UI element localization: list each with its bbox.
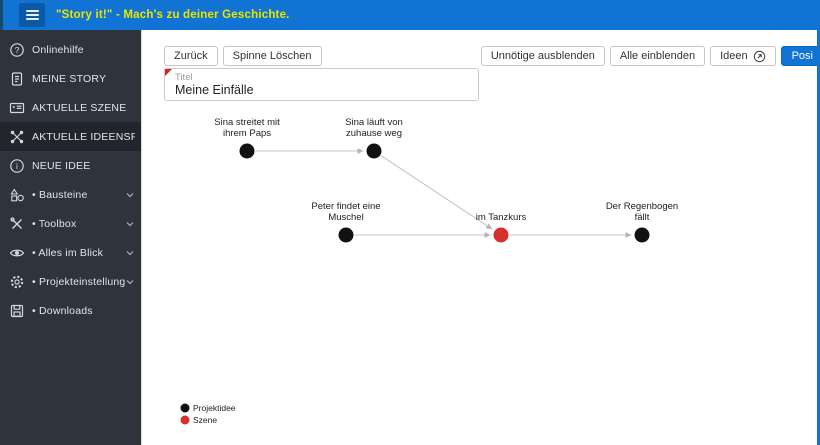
sidebar-item-downloads[interactable]: • Downloads bbox=[0, 296, 141, 325]
chevron-down-icon bbox=[125, 219, 135, 229]
positions-button[interactable]: Posi bbox=[780, 46, 820, 66]
diagram-node-label: im Tanzkurs bbox=[476, 212, 527, 223]
idea-spider-icon bbox=[9, 129, 25, 145]
chevron-down-icon bbox=[125, 248, 135, 258]
sidebar-item-alles-im-blick[interactable]: • Alles im Blick bbox=[0, 238, 141, 267]
chevron-down-icon bbox=[125, 277, 135, 287]
sidebar-nav: ? Onlinehilfe MEINE STORY AKTUELLE SZENE… bbox=[0, 30, 141, 445]
scene-card-icon bbox=[9, 100, 25, 116]
window-edge bbox=[0, 0, 3, 30]
title-input[interactable]: Titel Meine Einfälle bbox=[164, 68, 479, 101]
sidebar-item-onlinehilfe[interactable]: ? Onlinehilfe bbox=[0, 35, 141, 64]
hamburger-icon bbox=[25, 10, 39, 12]
delete-spider-button[interactable]: Spinne Löschen bbox=[222, 46, 322, 66]
ideas-button[interactable]: Ideen bbox=[710, 46, 776, 66]
diagram-edge bbox=[380, 155, 493, 230]
legend-label: Projektidee bbox=[193, 403, 236, 413]
app-title: "Story it!" - Mach's zu deiner Geschicht… bbox=[56, 9, 290, 21]
right-edge-panel bbox=[817, 30, 820, 445]
sidebar-item-projekteinstellungen[interactable]: • Projekteinstellungen bbox=[0, 267, 141, 296]
gear-icon bbox=[9, 274, 25, 290]
shapes-icon bbox=[9, 187, 25, 203]
diagram-node-D[interactable] bbox=[493, 227, 509, 243]
legend-dot-projektidee bbox=[180, 403, 190, 413]
hamburger-menu-button[interactable] bbox=[19, 3, 45, 27]
diagram-node-B[interactable] bbox=[366, 143, 382, 159]
chevron-down-icon bbox=[125, 190, 135, 200]
sidebar-item-aktuelle-szene[interactable]: AKTUELLE SZENE bbox=[0, 93, 141, 122]
top-bar: "Story it!" - Mach's zu deiner Geschicht… bbox=[0, 0, 820, 30]
spider-toolbar: Zurück Spinne Löschen Unnötige ausblende… bbox=[164, 46, 820, 66]
show-all-button[interactable]: Alle einblenden bbox=[609, 46, 706, 66]
save-icon bbox=[9, 303, 25, 319]
sidebar-item-bausteine[interactable]: • Bausteine bbox=[0, 180, 141, 209]
main-content: Zurück Spinne Löschen Unnötige ausblende… bbox=[141, 30, 820, 445]
hide-unneeded-button[interactable]: Unnötige ausblenden bbox=[480, 46, 605, 66]
tools-icon bbox=[9, 216, 25, 232]
eye-icon bbox=[9, 245, 25, 261]
diagram-node-C[interactable] bbox=[338, 227, 354, 243]
title-input-label: Titel bbox=[175, 72, 193, 83]
external-arrow-icon bbox=[753, 50, 765, 62]
info-circle-icon: i bbox=[9, 158, 25, 174]
back-button[interactable]: Zurück bbox=[164, 46, 218, 66]
sidebar-item-aktuelle-ideenspinne[interactable]: AKTUELLE IDEENSPINNE bbox=[0, 122, 141, 151]
diagram-node-A[interactable] bbox=[239, 143, 255, 159]
diagram-node-E[interactable] bbox=[634, 227, 650, 243]
svg-text:i: i bbox=[16, 161, 18, 171]
svg-text:?: ? bbox=[15, 45, 20, 55]
sidebar-item-toolbox[interactable]: • Toolbox bbox=[0, 209, 141, 238]
help-circle-icon: ? bbox=[9, 42, 25, 58]
legend-dot-szene bbox=[180, 415, 190, 425]
sidebar-item-meine-story[interactable]: MEINE STORY bbox=[0, 64, 141, 93]
title-input-value: Meine Einfälle bbox=[175, 83, 254, 97]
story-document-icon bbox=[9, 71, 25, 87]
sidebar-item-neue-idee[interactable]: i NEUE IDEE bbox=[0, 151, 141, 180]
legend-label: Szene bbox=[193, 415, 217, 425]
